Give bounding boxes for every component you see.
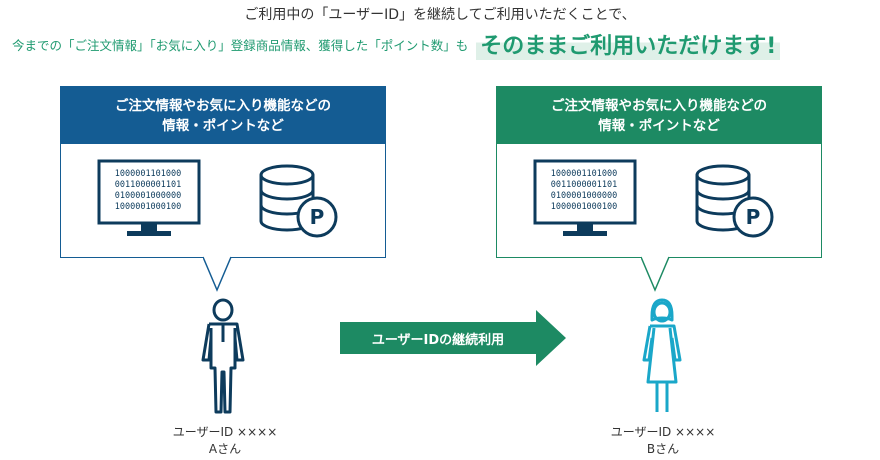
monitor-icon: [97, 159, 201, 236]
panel-user-a-data: ご注文情報やお気に入り機能などの 情報・ポイントなど 1000001101000…: [60, 86, 386, 258]
svg-text:P: P: [746, 205, 761, 229]
headline-lead: 今までの「ご注文情報」「お気に入り」登録商品情報、獲得した「ポイント数」も: [12, 37, 469, 53]
user-b-caption: ユーザーID ×××× Bさん: [578, 424, 748, 458]
svg-text:P: P: [310, 205, 325, 229]
monitor-icon: [533, 159, 637, 236]
panel-title: ご注文情報やお気に入り機能などの 情報・ポイントなど: [61, 87, 385, 144]
binary-code: 1000001101000 0011000001101 010000100000…: [550, 169, 618, 212]
transfer-arrow: [340, 310, 566, 366]
user-id-label: ユーザーID ××××: [610, 425, 716, 439]
panel-title: ご注文情報やお気に入り機能などの 情報・ポイントなど: [497, 87, 821, 144]
points-database-icon: P: [695, 164, 774, 238]
headline-emphasis: そのままご利用いただけます!: [476, 28, 781, 60]
headline-main: 今までの「ご注文情報」「お気に入り」登録商品情報、獲得した「ポイント数」も その…: [12, 28, 878, 60]
binary-code: 1000001101000 0011000001101 010000100000…: [114, 169, 182, 212]
transfer-arrow-label: ユーザーIDの継続利用: [371, 332, 505, 348]
speech-pointer: [641, 256, 670, 292]
man-icon: [201, 298, 245, 414]
speech-pointer: [203, 256, 232, 292]
panel-user-b-data: ご注文情報やお気に入り機能などの 情報・ポイントなど 1000001101000…: [496, 86, 822, 258]
headline-intro: ご利用中の「ユーザーID」を継続してご利用いただくことで、: [244, 7, 636, 23]
user-id-label: ユーザーID ××××: [172, 425, 278, 439]
woman-icon: [642, 298, 682, 412]
user-name-label: Bさん: [646, 442, 680, 456]
points-database-icon: P: [259, 164, 338, 238]
user-a-caption: ユーザーID ×××× Aさん: [140, 424, 310, 458]
user-name-label: Aさん: [208, 442, 242, 456]
